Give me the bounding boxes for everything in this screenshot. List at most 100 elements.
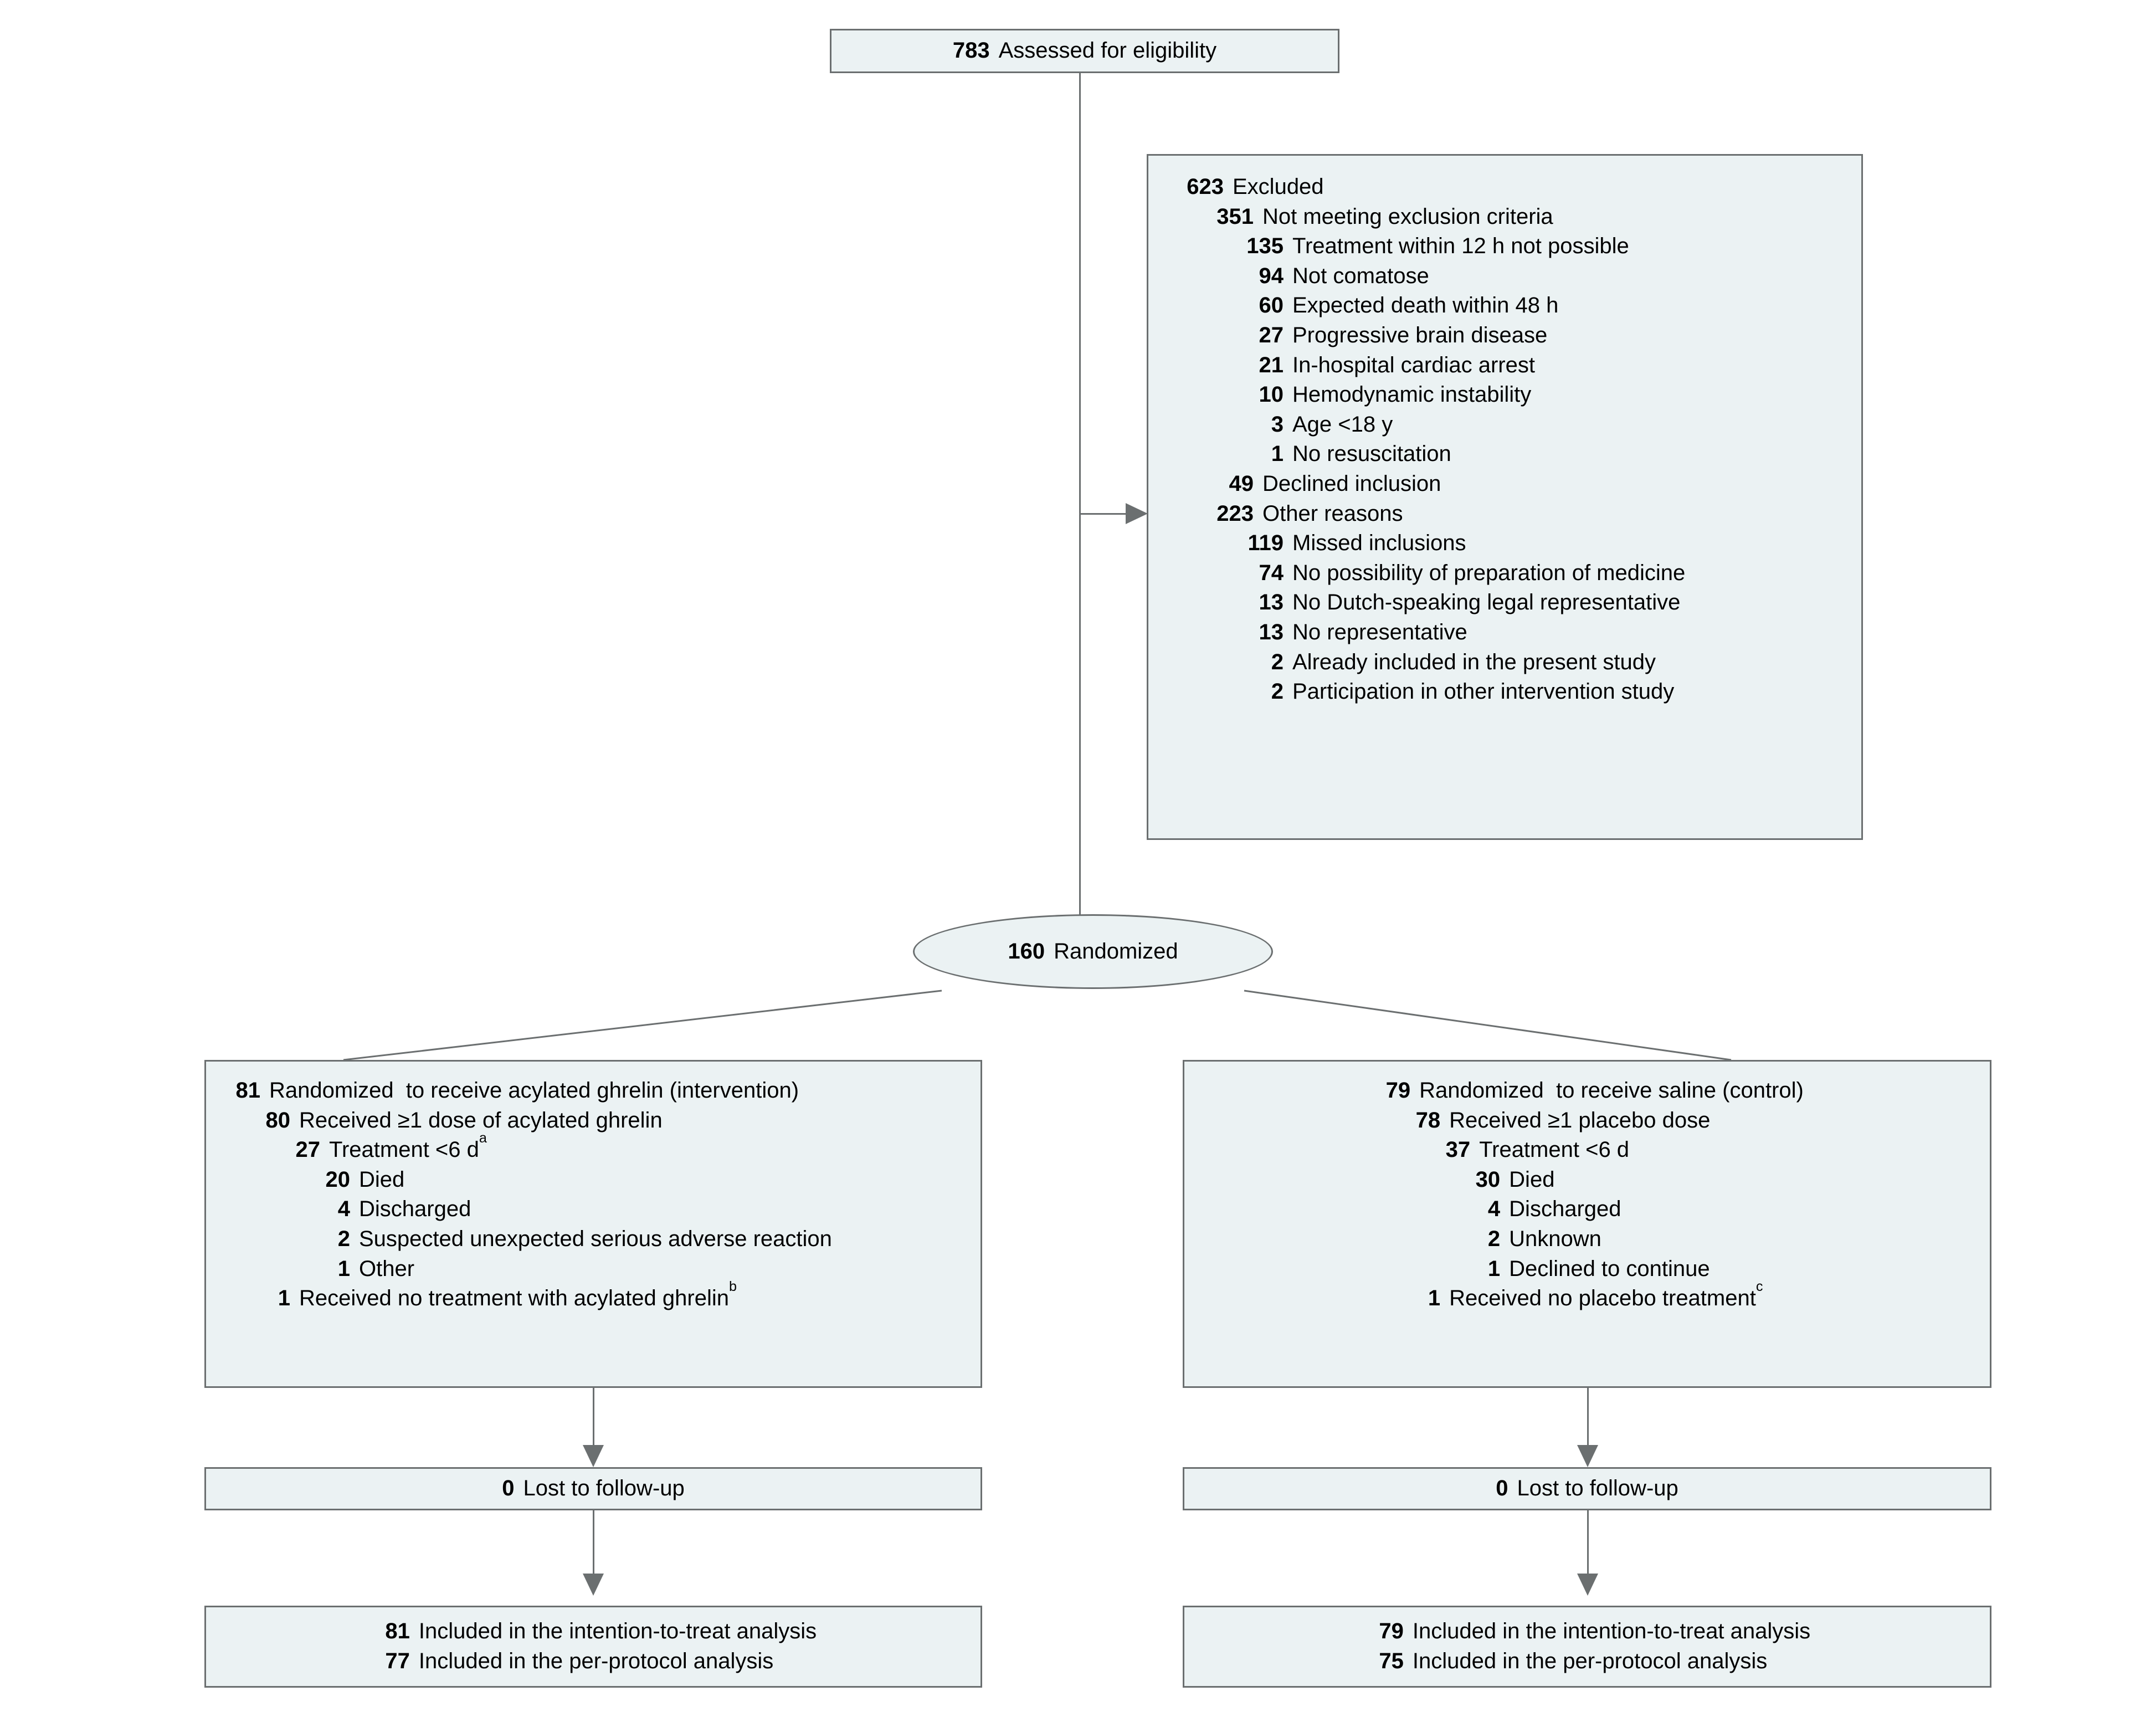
control-analysis-item-count: 79 bbox=[1379, 1619, 1404, 1644]
randomized-count: 160 bbox=[1008, 939, 1045, 964]
control-to-analysis-arrowhead bbox=[1577, 1574, 1598, 1596]
excluded-item-count: 13 bbox=[1259, 619, 1284, 644]
trunk-line-top bbox=[1079, 73, 1081, 915]
excluded-item-label: Not comatose bbox=[1292, 263, 1429, 288]
excluded-item-row: 119 Missed inclusions bbox=[1171, 529, 1861, 558]
control-item-label: Received ≥1 placebo dose bbox=[1449, 1108, 1711, 1132]
intervention-lost-box: 0 Lost to follow-up bbox=[204, 1467, 982, 1510]
intervention-to-lost-line bbox=[593, 1388, 594, 1454]
excluded-item-label: No representative bbox=[1292, 619, 1467, 644]
control-item-count: 30 bbox=[1475, 1167, 1501, 1192]
control-analysis-item-label: Included in the per-protocol analysis bbox=[1412, 1649, 1768, 1673]
intervention-item-label: Suspected unexpected serious adverse rea… bbox=[359, 1226, 832, 1251]
control-analysis-item-row: 75 Included in the per-protocol analysis bbox=[1364, 1647, 1810, 1677]
assessed-count: 783 bbox=[952, 38, 990, 63]
excluded-item-count: 10 bbox=[1259, 382, 1284, 407]
excluded-item-label: Missed inclusions bbox=[1292, 531, 1466, 556]
control-lost-count: 0 bbox=[1496, 1476, 1508, 1501]
control-item-count: 37 bbox=[1445, 1137, 1471, 1162]
excluded-item-row: 223 Other reasons bbox=[1171, 499, 1861, 529]
control-arm-box: 79 Randomized to receive saline (control)… bbox=[1183, 1060, 1991, 1388]
intervention-item-count: 20 bbox=[325, 1167, 351, 1192]
control-item-count: 1 bbox=[1428, 1286, 1441, 1311]
excluded-item-count: 623 bbox=[1187, 175, 1224, 199]
randomized-label: Randomized bbox=[1054, 939, 1178, 964]
control-item-count: 79 bbox=[1385, 1078, 1411, 1103]
intervention-item-label: Other bbox=[359, 1256, 415, 1281]
control-lost-label: Lost to follow-up bbox=[1517, 1476, 1678, 1501]
intervention-to-analysis-arrowhead bbox=[583, 1574, 604, 1596]
excluded-item-count: 119 bbox=[1248, 531, 1284, 556]
control-analysis-item-count: 75 bbox=[1379, 1649, 1404, 1673]
control-item-footnote-marker: c bbox=[1755, 1278, 1763, 1294]
control-item-label: Declined to continue bbox=[1509, 1256, 1710, 1281]
excluded-item-count: 13 bbox=[1259, 590, 1284, 615]
excluded-item-label: Excluded bbox=[1233, 175, 1324, 199]
control-to-lost-arrowhead bbox=[1577, 1445, 1598, 1467]
ellipse-branch-connectors bbox=[343, 990, 1732, 1061]
intervention-item-label: Randomized to receive acylated ghrelin (… bbox=[269, 1078, 799, 1103]
control-item-count: 4 bbox=[1487, 1197, 1501, 1222]
control-item-row: 79 Randomized to receive saline (control) bbox=[1370, 1076, 1804, 1106]
control-analysis-item-label: Included in the intention-to-treat analy… bbox=[1412, 1619, 1811, 1644]
excluded-item-count: 2 bbox=[1271, 649, 1284, 674]
excluded-item-count: 135 bbox=[1246, 234, 1284, 259]
intervention-analysis-item-count: 77 bbox=[385, 1649, 410, 1673]
intervention-item-footnote-marker: b bbox=[728, 1278, 737, 1294]
intervention-item-label: Died bbox=[359, 1167, 405, 1192]
control-item-row: 1 Declined to continue bbox=[1370, 1254, 1804, 1284]
intervention-item-label: Discharged bbox=[359, 1197, 471, 1222]
excluded-item-row: 10 Hemodynamic instability bbox=[1171, 380, 1861, 410]
control-item-count: 1 bbox=[1487, 1256, 1501, 1281]
intervention-item-label: Received no treatment with acylated ghre… bbox=[299, 1278, 737, 1311]
excluded-item-label: Hemodynamic instability bbox=[1292, 382, 1532, 407]
intervention-to-lost-arrowhead bbox=[583, 1445, 604, 1467]
excluded-item-label: Other reasons bbox=[1262, 501, 1403, 526]
control-to-lost-line bbox=[1587, 1388, 1589, 1454]
excluded-item-label: Declined inclusion bbox=[1262, 471, 1441, 496]
control-item-label: Unknown bbox=[1509, 1226, 1601, 1251]
control-item-label: Randomized to receive saline (control) bbox=[1419, 1078, 1804, 1103]
excluded-item-count: 351 bbox=[1216, 204, 1254, 229]
assessed-label: Assessed for eligibility bbox=[998, 38, 1217, 63]
excluded-item-row: 623 Excluded bbox=[1171, 172, 1861, 202]
excluded-item-count: 27 bbox=[1259, 322, 1284, 347]
excluded-item-count: 74 bbox=[1259, 560, 1284, 585]
excluded-item-label: Not meeting exclusion criteria bbox=[1262, 204, 1553, 229]
excluded-item-count: 223 bbox=[1216, 501, 1254, 526]
excluded-item-row: 13 No representative bbox=[1171, 618, 1861, 648]
randomized-row: 160 Randomized bbox=[1008, 937, 1178, 967]
assessed-for-eligibility-box: 783 Assessed for eligibility bbox=[830, 29, 1339, 73]
randomized-ellipse: 160 Randomized bbox=[913, 914, 1273, 989]
excluded-item-label: Participation in other intervention stud… bbox=[1292, 679, 1675, 704]
intervention-to-analysis-line bbox=[593, 1510, 594, 1582]
intervention-item-count: 1 bbox=[337, 1256, 350, 1281]
intervention-item-row: 1 Other bbox=[220, 1254, 981, 1284]
excluded-item-label: Age <18 y bbox=[1292, 412, 1393, 437]
control-lost-box: 0 Lost to follow-up bbox=[1183, 1467, 1991, 1510]
control-item-count: 78 bbox=[1415, 1108, 1441, 1132]
assessed-row: 783 Assessed for eligibility bbox=[953, 36, 1216, 66]
